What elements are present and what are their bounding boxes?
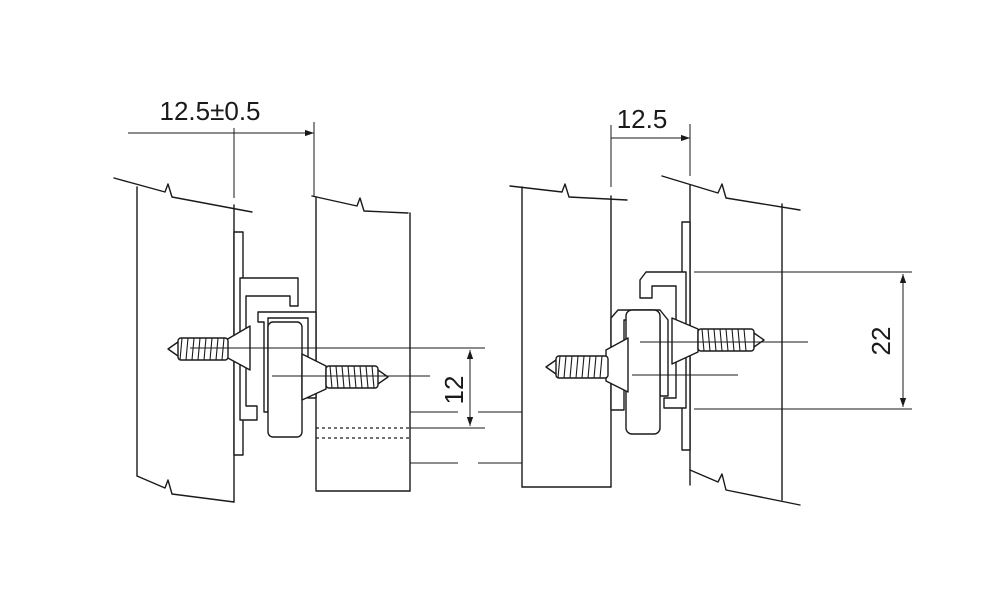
left-roller	[267, 321, 303, 438]
left-drawer-screw	[301, 353, 389, 401]
left-inner-rail	[257, 311, 317, 413]
right-cabinet-screw	[671, 317, 765, 365]
left-height-dimension: 12	[439, 376, 469, 405]
left-outer-rail	[239, 277, 299, 421]
left-drawer-panel	[311, 195, 411, 492]
right-width-dimension: 12.5	[617, 104, 668, 134]
right-drawer-screw	[545, 337, 629, 393]
right-height-dimension: 22	[866, 327, 896, 356]
right-drawer-panel	[509, 183, 628, 488]
left-assembly: 12 12.5±0.5	[113, 96, 485, 503]
right-roller	[625, 309, 661, 435]
right-assembly: 22 12.5	[478, 104, 912, 506]
left-width-dimension: 12.5±0.5	[159, 96, 260, 126]
